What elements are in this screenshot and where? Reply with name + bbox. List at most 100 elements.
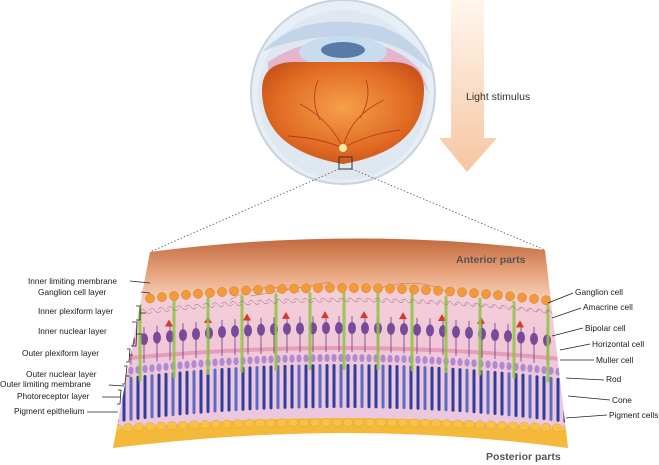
ganglion-cell	[253, 285, 263, 295]
photoreceptor-nucleus	[296, 354, 302, 363]
cone-cell	[571, 380, 574, 424]
photoreceptor-nucleus	[261, 355, 267, 364]
bipolar-cell	[413, 323, 421, 336]
ganglion-cell	[265, 284, 275, 295]
plexiform-dendrite	[508, 306, 522, 311]
plexiform-dendrite	[373, 298, 387, 303]
photoreceptor-nucleus	[548, 366, 554, 375]
ganglion-cell	[445, 286, 455, 297]
plexiform-dendrite	[526, 307, 540, 313]
rod-cell	[472, 369, 476, 414]
photoreceptor-nucleus	[436, 356, 442, 365]
pigment-cell	[243, 419, 255, 428]
photoreceptor-nucleus	[324, 354, 330, 363]
rod-cell	[143, 374, 147, 419]
plexiform-dendrite	[391, 298, 405, 304]
rod-cell	[311, 364, 315, 409]
muller-cell	[240, 294, 244, 373]
photoreceptor-nucleus	[303, 354, 309, 363]
amacrine-cell	[126, 323, 134, 331]
photoreceptor-nucleus	[212, 358, 218, 367]
rod-cell	[493, 370, 497, 415]
cone-cell	[150, 374, 154, 419]
cone-cell	[444, 367, 448, 412]
rod-cell	[388, 364, 392, 409]
plexiform-dendrite	[256, 299, 270, 305]
zoom-line-left	[149, 168, 340, 253]
photoreceptor-nucleus	[184, 360, 190, 369]
pigment-cell	[463, 420, 475, 429]
photoreceptor-nucleus	[569, 370, 574, 378]
bipolar-cell	[127, 334, 135, 347]
anterior-label: Anterior parts	[456, 254, 526, 266]
bipolar-cell	[218, 326, 226, 339]
pigment-cell	[562, 424, 568, 433]
plexiform-dendrite	[499, 305, 513, 310]
label-inner-limiting-membrane: Inner limiting membrane	[28, 276, 117, 286]
cone-cell	[276, 365, 280, 410]
rod-cell	[325, 364, 329, 409]
muller-cell	[546, 304, 550, 383]
rod-cell	[241, 366, 245, 411]
photoreceptor-nucleus	[415, 355, 421, 364]
rod-cell	[479, 369, 483, 414]
plexiform-dendrite	[166, 306, 180, 311]
muller-cell	[376, 292, 380, 371]
plexiform-dendrite	[517, 306, 531, 312]
pigment-cell	[199, 420, 211, 429]
ganglion-cell	[529, 294, 539, 304]
bipolar-cell	[517, 331, 525, 344]
label-ganglion-cell: Ganglion cell	[575, 287, 623, 297]
plexiform-dendrite	[355, 297, 369, 303]
rod-cell	[262, 365, 266, 410]
label-ganglion-cell-layer: Ganglion cell layer	[38, 287, 106, 297]
label-inner-plexiform-layer: Inner plexiform layer	[38, 306, 113, 316]
pigment-cell	[254, 418, 266, 428]
ganglion-cell	[349, 283, 359, 293]
photoreceptor-nucleus	[380, 354, 386, 363]
plexiform-dendrite	[445, 301, 459, 306]
pigment-cell	[144, 422, 156, 431]
left-leader-lines	[87, 280, 151, 413]
plexiform-dendrite	[454, 301, 468, 307]
bipolar-cell	[504, 330, 512, 343]
photoreceptor-nucleus	[128, 366, 134, 375]
muller-cell	[410, 293, 414, 372]
plexiform-dendrite	[418, 299, 432, 305]
pigment-cell	[419, 418, 431, 428]
plexiform-dendrite	[148, 308, 162, 313]
pigment-cell	[155, 421, 167, 431]
plexiform-dendrite	[472, 302, 486, 308]
photoreceptor-nucleus	[471, 359, 477, 368]
photoreceptor-nucleus	[387, 354, 393, 363]
amacrine-cell	[555, 324, 563, 332]
bipolar-cell	[400, 323, 408, 336]
pigment-cell	[474, 420, 486, 429]
bipolar-cell	[426, 324, 434, 337]
photoreceptor-nucleus	[359, 354, 365, 363]
cone-cell	[234, 367, 238, 412]
pigment-cell	[188, 420, 200, 430]
plexiform-dendrite	[364, 297, 378, 303]
rod-cell	[430, 366, 434, 411]
plexiform-dendrite	[535, 308, 549, 314]
label-photoreceptor-layer: Photoreceptor layer	[17, 391, 90, 401]
ganglion-cell	[301, 283, 311, 294]
pigment-cell	[309, 418, 321, 427]
pigment-cell	[375, 418, 387, 427]
photoreceptor-nucleus	[254, 355, 260, 364]
ganglion-cell	[517, 292, 527, 303]
bipolar-cell	[192, 327, 200, 340]
label-outer-nuclear-layer: Outer nuclear layer	[26, 369, 97, 379]
label-amacrine-cell: Amacrine cell	[583, 302, 633, 312]
pigment-cell	[529, 422, 541, 432]
plexiform-dendrite	[553, 311, 567, 316]
pigment-cell	[540, 423, 552, 432]
pigment-cell	[408, 418, 420, 428]
rod-cell	[248, 366, 252, 411]
rod-cell	[199, 369, 203, 414]
ganglion-cell	[481, 289, 491, 300]
plexiform-dendrite	[337, 297, 351, 303]
plexiform-dendrite	[328, 297, 342, 303]
